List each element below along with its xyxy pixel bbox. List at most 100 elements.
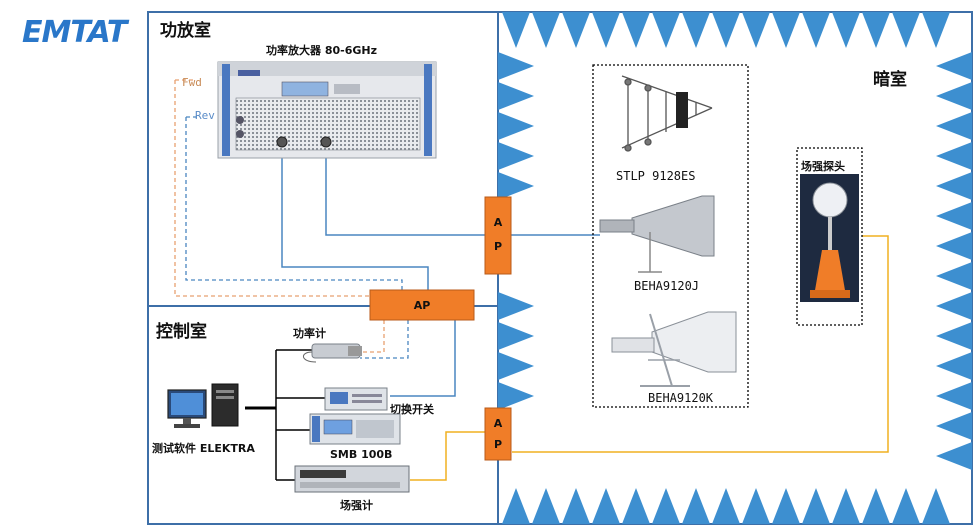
rf-cable-amp-to-wall bbox=[325, 150, 485, 236]
absorber-cone bbox=[498, 172, 534, 200]
absorber-cone bbox=[802, 12, 830, 48]
absorber-cone bbox=[772, 488, 800, 524]
amp-port-icon bbox=[236, 130, 244, 138]
absorber-cone bbox=[862, 488, 890, 524]
rf-switch-icon bbox=[324, 387, 388, 411]
absorber-cone bbox=[742, 12, 770, 48]
control-bus bbox=[245, 349, 325, 481]
absorber-cone bbox=[562, 12, 590, 48]
control-cable-amp-to-ap bbox=[281, 150, 429, 290]
absorber-cone bbox=[936, 412, 972, 440]
ap-panel-wall-upper: A P bbox=[484, 196, 512, 275]
fwd-signal-line bbox=[174, 80, 370, 297]
absorber-cone bbox=[772, 12, 800, 48]
signal-generator-label: SMB 100B bbox=[330, 448, 392, 461]
absorber-cone bbox=[936, 142, 972, 170]
absorber-cone bbox=[498, 352, 534, 380]
field-meter-icon bbox=[294, 465, 410, 493]
amp-port-icon bbox=[236, 116, 244, 124]
absorber-cone bbox=[498, 52, 534, 80]
rf-switch-label: 切换开关 bbox=[390, 402, 434, 416]
absorber-cone bbox=[622, 12, 650, 48]
computer-icon bbox=[167, 383, 239, 428]
amplifier-room-title: 功放室 bbox=[160, 20, 211, 41]
absorber-cone bbox=[592, 488, 620, 524]
control-room-title: 控制室 bbox=[156, 321, 207, 342]
field-probe-label: 场强探头 bbox=[801, 159, 845, 173]
absorber-cone bbox=[652, 12, 680, 48]
horn-large-label: BEHA9120K bbox=[648, 391, 714, 405]
absorber-cone bbox=[712, 12, 740, 48]
horn-small-label: BEHA9120J bbox=[634, 279, 699, 293]
software-label: 测试软件 ELEKTRA bbox=[152, 441, 255, 455]
absorber-cone bbox=[682, 12, 710, 48]
absorber-cone bbox=[742, 488, 770, 524]
ap-to-switch-cable bbox=[390, 320, 456, 397]
log-periodic-antenna-icon bbox=[621, 75, 713, 152]
absorber-cone bbox=[832, 12, 860, 48]
horn-antenna-small-icon bbox=[599, 195, 715, 273]
absorber-cone bbox=[498, 382, 534, 410]
absorber-cone bbox=[498, 82, 534, 110]
horn-antenna-large-icon bbox=[611, 311, 737, 387]
absorber-cone bbox=[936, 202, 972, 230]
absorber-cone bbox=[936, 52, 972, 80]
absorber-cone bbox=[832, 488, 860, 524]
chamber-title: 暗室 bbox=[873, 69, 907, 90]
absorber-cone bbox=[936, 172, 972, 200]
absorber-cone bbox=[802, 488, 830, 524]
anechoic-chamber bbox=[497, 11, 973, 525]
absorber-cone bbox=[936, 382, 972, 410]
absorber-cone bbox=[532, 488, 560, 524]
power-amplifier bbox=[217, 61, 437, 159]
absorber-cone bbox=[502, 12, 530, 48]
absorber-cone bbox=[936, 262, 972, 290]
log-periodic-label: STLP 9128ES bbox=[616, 169, 695, 183]
power-meter-icon bbox=[303, 343, 362, 363]
absorber-cone bbox=[922, 12, 950, 48]
absorber-cone bbox=[936, 352, 972, 380]
field-meter-label: 场强计 bbox=[340, 498, 373, 512]
absorber-cone bbox=[936, 232, 972, 260]
absorber-cone bbox=[936, 82, 972, 110]
logo: EMTAT bbox=[22, 15, 130, 50]
absorber-cone bbox=[862, 12, 890, 48]
fwd-label: Fwd bbox=[182, 76, 202, 89]
absorber-cone bbox=[922, 488, 950, 524]
absorber-cone bbox=[936, 322, 972, 350]
ap-wall-upper-letter-p: P bbox=[494, 240, 502, 253]
absorber-cone bbox=[562, 488, 590, 524]
ap-panel-main-label: AP bbox=[414, 299, 431, 312]
absorber-cone bbox=[592, 12, 620, 48]
rev-label: Rev bbox=[195, 109, 215, 122]
field-probe-group bbox=[796, 147, 863, 326]
signal-generator-icon bbox=[309, 413, 401, 445]
absorber-cone bbox=[498, 322, 534, 350]
amp-connector-icon bbox=[276, 136, 288, 148]
antenna-group bbox=[592, 64, 749, 408]
ap-wall-upper-letter-a: A bbox=[494, 216, 503, 229]
absorber-cone bbox=[936, 442, 972, 470]
field-probe-icon bbox=[800, 174, 859, 302]
absorber-cone bbox=[936, 292, 972, 320]
ap-wall-lower-letter-a: A bbox=[494, 417, 503, 430]
absorber-cone bbox=[498, 142, 534, 170]
absorber-cone bbox=[892, 488, 920, 524]
power-meter-label: 功率计 bbox=[293, 326, 326, 340]
fiber-meter-to-wall bbox=[410, 431, 485, 481]
absorber-cone bbox=[936, 112, 972, 140]
absorber-cone bbox=[622, 488, 650, 524]
fiber-wall-to-probe bbox=[512, 235, 889, 453]
absorber-cone bbox=[892, 12, 920, 48]
absorber-cone bbox=[498, 292, 534, 320]
amp-connector-icon bbox=[320, 136, 332, 148]
absorber-cone bbox=[652, 488, 680, 524]
absorber-cone bbox=[682, 488, 710, 524]
ap-to-power-meter-fwd bbox=[360, 320, 385, 353]
ap-wall-lower-letter-p: P bbox=[494, 438, 502, 451]
absorber-cone bbox=[502, 488, 530, 524]
absorber-cone bbox=[712, 488, 740, 524]
ap-to-power-meter-rev bbox=[360, 320, 409, 359]
absorber-cones bbox=[498, 12, 972, 524]
